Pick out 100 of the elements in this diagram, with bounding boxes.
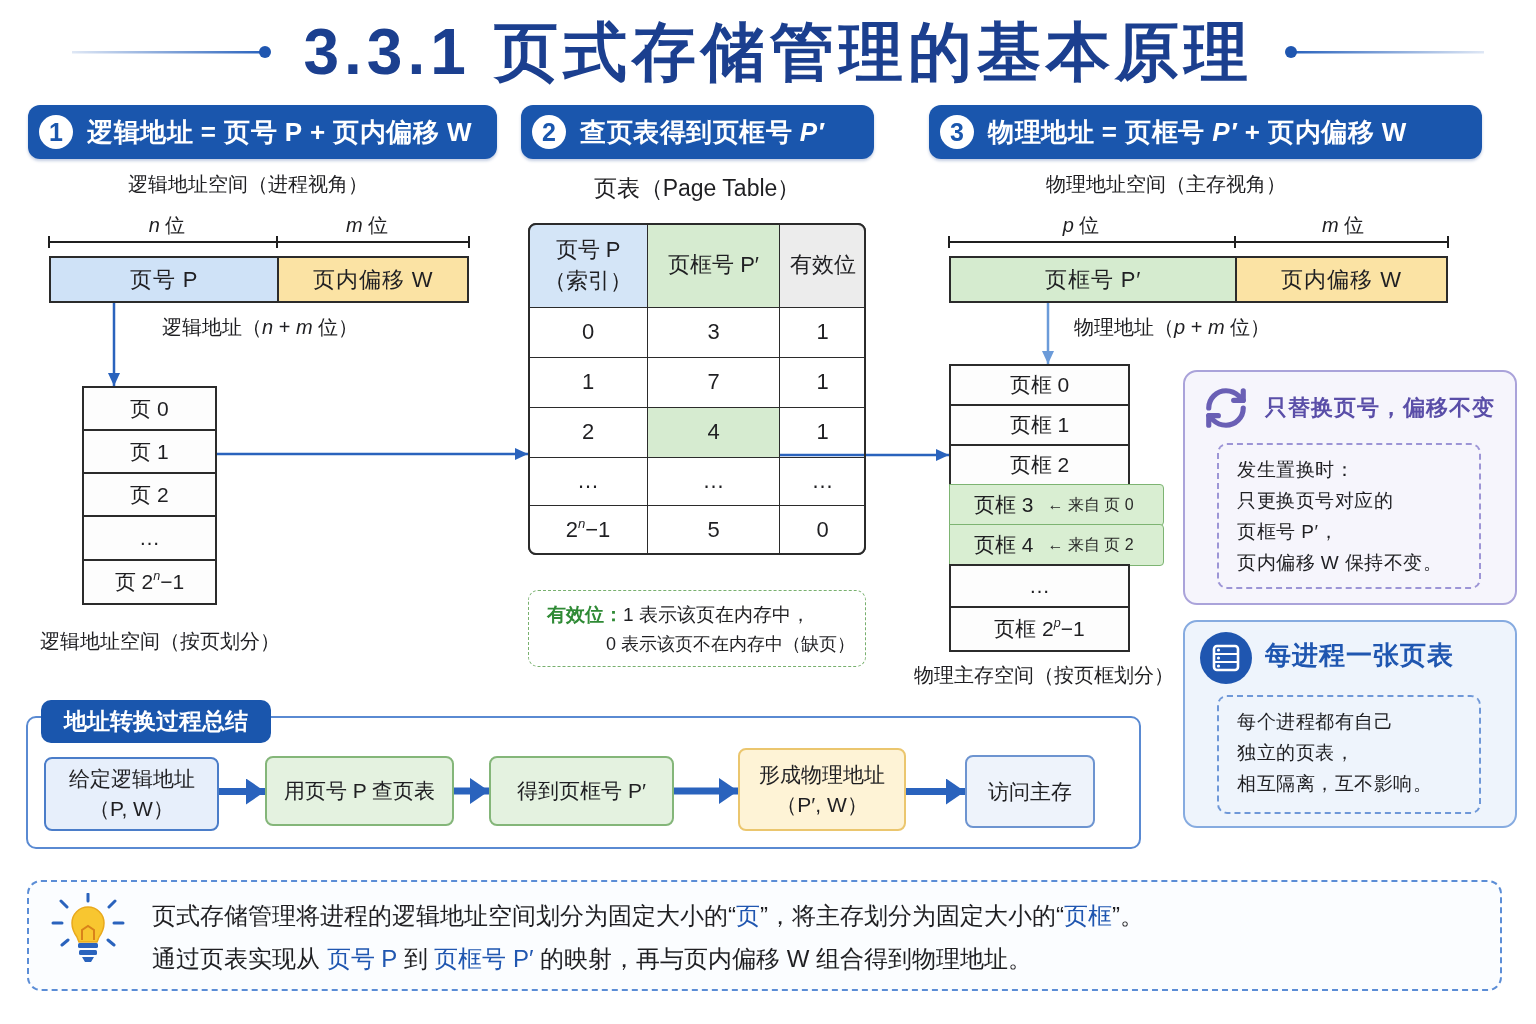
table-title: 页表（Page Table） [593, 174, 801, 202]
arrow [217, 448, 528, 460]
process-label: 形成物理地址 [759, 761, 885, 788]
slot-label: 页 2 [130, 481, 169, 508]
section-title: 物理地址 = 页框号 P′ + 页内偏移 W [988, 115, 1407, 149]
note-text: 相互隔离，互不影响。 [1237, 772, 1432, 796]
tip-box [27, 880, 1502, 991]
slot-label: 页框 2$^{p}$−1 [994, 615, 1085, 642]
process-label: （P′, W） [776, 791, 868, 818]
arrow [1042, 303, 1054, 364]
field-label: 页内偏移 W [1281, 265, 1402, 294]
slot-label: 页框 2 [1009, 452, 1070, 478]
step-number: 2 [532, 115, 566, 149]
arrow [780, 449, 949, 461]
table-cell [779, 223, 866, 308]
cell-value: 5 [707, 515, 720, 544]
source-note: ← 来自 页 0 [1047, 494, 1134, 515]
arrow [108, 303, 120, 386]
note-text: 发生置换时： [1237, 458, 1354, 482]
table-cell [528, 223, 648, 308]
cell-value: 页框号 P′ [668, 251, 759, 280]
cell-value: 2$^{n}$−1 [565, 514, 611, 544]
frame-slot [949, 524, 1164, 566]
page-title: 3.3.1 页式存储管理的基本原理 [303, 15, 1253, 90]
caption-text: 物理地址（p + m 位） [1074, 315, 1271, 340]
panel-title: 每进程一张页表 [1265, 640, 1454, 670]
info-panel [1183, 370, 1517, 605]
tip-text: 页式存储管理将进程的逻辑地址空间划分为固定大小的“页”，将主存划分为固定大小的“页框”。 [152, 901, 1144, 931]
table-cell [647, 223, 780, 308]
process-box [44, 757, 219, 831]
step-number: 3 [940, 115, 974, 149]
section-title: 查页表得到页框号 P′ [580, 115, 825, 149]
section-header [929, 105, 1482, 159]
bit-width-label: p 位 [1062, 213, 1100, 238]
note-text: 只更换页号对应的 [1237, 489, 1393, 513]
cell-value: 1 [816, 418, 829, 447]
cell-value: 3 [707, 318, 720, 347]
caption-text: 物理主存空间（按页框划分） [914, 663, 1174, 688]
note-box [1217, 443, 1481, 589]
block-arrow [906, 778, 965, 805]
frame-slot [949, 564, 1130, 608]
cell-value: 有效位 [789, 251, 856, 280]
cell-value: 4 [707, 418, 720, 447]
process-box [738, 748, 906, 831]
note-box [528, 590, 866, 667]
address-field [277, 256, 469, 303]
process-label: 得到页框号 P′ [517, 778, 646, 804]
bit-width-label: m 位 [1321, 213, 1365, 238]
caption-text: 逻辑地址空间（进程视角） [128, 172, 368, 197]
note-text: 独立的页表， [1237, 741, 1354, 765]
cell-value: 1 [581, 368, 595, 397]
slot-label: 页框 4 [974, 532, 1034, 558]
tip-text: 通过页表实现从 页号 P 到 页框号 P′ 的映射，再与页内偏移 W 组合得到物理地址。 [152, 944, 1033, 974]
cell-value: 0 [581, 318, 595, 347]
slot-label: 页框 1 [1009, 412, 1070, 438]
cell-value: … [702, 467, 725, 496]
bit-width-label: n 位 [148, 213, 186, 238]
note-text: 每个进程都有自己 [1237, 710, 1393, 734]
frame-slot [949, 484, 1164, 526]
cell-value: 2 [581, 418, 595, 447]
slot-label: 页 0 [130, 395, 169, 422]
page-slot [82, 386, 217, 431]
note-text: 页内偏移 W 保持不变。 [1237, 551, 1443, 575]
cell-value: 页号 P（索引） [543, 235, 633, 295]
slot-label: 页 1 [130, 438, 169, 465]
frame-slot [949, 606, 1130, 652]
address-field [949, 256, 1237, 303]
note-text: 页框号 P′， [1237, 520, 1338, 544]
process-label: 给定逻辑地址 [68, 766, 195, 792]
note-text: 0 表示该页不在内存中（缺页） [606, 633, 855, 656]
page-slot [82, 559, 217, 605]
process-box [265, 756, 454, 826]
process-box [489, 756, 674, 826]
summary-panel [26, 700, 1141, 849]
cell-value: 1 [816, 368, 829, 397]
section-tab: 地址转换过程总结 [41, 700, 271, 743]
slot-label: 页框 3 [974, 492, 1034, 518]
panel-title: 只替换页号，偏移不变 [1265, 394, 1495, 422]
source-note: ← 来自 页 2 [1047, 534, 1134, 555]
cell-value: 7 [707, 368, 720, 397]
section-header [521, 105, 874, 159]
caption-text: 物理地址空间（主存视角） [1046, 172, 1286, 197]
table-cell [647, 407, 780, 458]
process-label: 访问主存 [988, 778, 1072, 805]
bit-width-label: m 位 [345, 213, 389, 238]
page-slot [82, 472, 217, 517]
frame-slot [949, 404, 1130, 446]
process-label: 用页号 P 查页表 [283, 778, 436, 804]
frame-slot [949, 444, 1130, 486]
field-label: 页框号 P′ [1044, 265, 1142, 294]
caption-text: 逻辑地址空间（按页划分） [40, 629, 280, 654]
slot-label: 页 2$^{n}$−1 [114, 568, 185, 595]
section-title: 逻辑地址 = 页号 P + 页内偏移 W [87, 115, 473, 149]
section-header [28, 105, 497, 159]
slot-label: 页框 0 [1009, 372, 1070, 398]
frame-slot [949, 364, 1130, 406]
address-field [1235, 256, 1448, 303]
slot-label: … [139, 526, 160, 550]
caption-text: 逻辑地址（n + m 位） [162, 315, 359, 340]
address-field [49, 256, 279, 303]
